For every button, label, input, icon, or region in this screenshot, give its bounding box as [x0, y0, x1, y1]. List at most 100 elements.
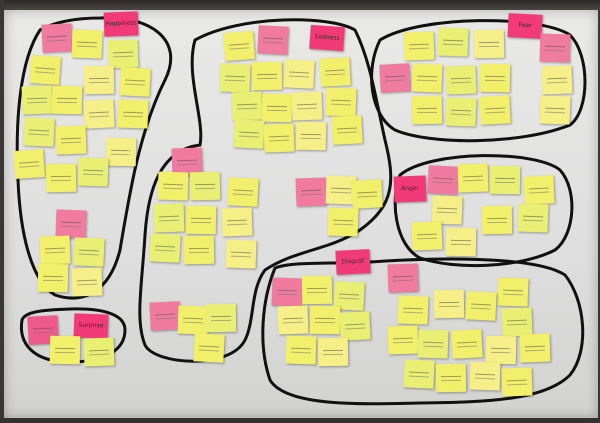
note-scribble [226, 219, 248, 225]
sticky-note [189, 171, 221, 201]
note-scribble [88, 77, 110, 83]
note-scribble [238, 130, 260, 138]
note-scribble [232, 188, 254, 196]
sticky-note [13, 148, 45, 180]
note-scribble [76, 279, 98, 285]
sticky-note [433, 289, 465, 319]
sticky-note-label-fear: Fear [507, 13, 543, 39]
note-scribble [276, 289, 298, 295]
note-scribble [228, 42, 250, 50]
sticky-note [77, 157, 109, 187]
note-scribble [44, 247, 66, 253]
note-scribble [76, 41, 98, 47]
sticky-note-label-surprise: Surprise [73, 313, 109, 339]
sticky-note [301, 275, 333, 305]
loop-surprise [19, 307, 127, 364]
sticky-note [185, 205, 217, 235]
sticky-note [411, 221, 443, 251]
note-scribble [438, 301, 460, 307]
sticky-note [539, 95, 571, 125]
group-label-fear: Fear [518, 21, 532, 30]
note-scribble [450, 109, 472, 115]
sticky-note [261, 93, 293, 123]
sticky-note [481, 205, 513, 235]
sticky-note [223, 30, 255, 62]
sticky-note [469, 361, 501, 391]
sticky-note [501, 367, 533, 397]
sticky-note-label-happiness: Happiness [103, 11, 139, 37]
sticky-note [465, 291, 497, 321]
note-scribble [112, 51, 134, 57]
note-scribble [32, 326, 54, 334]
sticky-note [539, 33, 571, 63]
note-scribble [324, 68, 346, 76]
note-scribble [336, 126, 358, 134]
note-scribble [28, 128, 50, 136]
sticky-note [21, 85, 53, 115]
note-scribble [42, 275, 64, 281]
sticky-note [283, 59, 315, 89]
note-scribble [484, 106, 506, 114]
sticky-note [523, 175, 555, 205]
group-label-anger: Anger [400, 184, 420, 193]
group-label-surprise: Surprise [78, 321, 104, 330]
sticky-note [317, 337, 349, 367]
note-scribble [450, 77, 472, 83]
sticky-note-label-disgust: Disgust [335, 249, 371, 275]
sticky-note [431, 195, 463, 225]
note-scribble [190, 217, 212, 223]
sticky-note [83, 65, 115, 95]
sticky-note [55, 125, 87, 155]
sticky-note [23, 117, 55, 147]
sticky-note [107, 39, 139, 69]
note-scribble [494, 177, 516, 183]
note-scribble [484, 75, 506, 81]
sticky-note [157, 171, 189, 201]
note-scribble [158, 215, 180, 221]
sticky-note [485, 335, 517, 365]
note-scribble [522, 215, 544, 221]
sticky-note [387, 263, 419, 293]
note-scribble [546, 77, 568, 83]
sticky-note [497, 277, 529, 307]
note-scribble [288, 70, 310, 78]
sticky-note [233, 119, 265, 149]
note-scribble [50, 175, 72, 181]
note-scribble [176, 159, 198, 165]
note-scribble [490, 347, 512, 353]
sticky-note [519, 333, 551, 363]
sticky-note [153, 203, 185, 233]
sticky-note [417, 329, 449, 359]
sticky-note [325, 87, 357, 117]
sticky-note [49, 335, 81, 365]
note-scribble [34, 66, 56, 74]
sticky-note [177, 305, 209, 335]
sticky-note [149, 301, 181, 331]
sticky-note [221, 207, 253, 237]
note-scribble [198, 344, 220, 352]
sticky-note [435, 363, 467, 393]
sticky-note [149, 233, 181, 263]
sticky-note [271, 277, 303, 307]
note-scribble [330, 99, 352, 105]
note-scribble [422, 341, 444, 347]
sticky-note [319, 57, 351, 87]
group-label-happiness: Happiness [105, 19, 137, 28]
sticky-note [291, 91, 323, 121]
group-label-sadness: Sadness [314, 33, 340, 42]
note-scribble [432, 176, 454, 184]
note-scribble [300, 133, 322, 139]
note-scribble [60, 137, 82, 143]
sticky-note [51, 85, 83, 115]
sticky-note [541, 65, 573, 95]
sticky-note [45, 163, 77, 193]
note-scribble [408, 43, 430, 49]
sticky-note [451, 329, 483, 359]
sticky-note [263, 123, 295, 153]
note-scribble [78, 248, 100, 256]
sticky-note [37, 263, 69, 293]
note-scribble [88, 349, 110, 355]
note-scribble [416, 75, 438, 81]
note-scribble [154, 244, 176, 252]
note-scribble [344, 322, 366, 330]
